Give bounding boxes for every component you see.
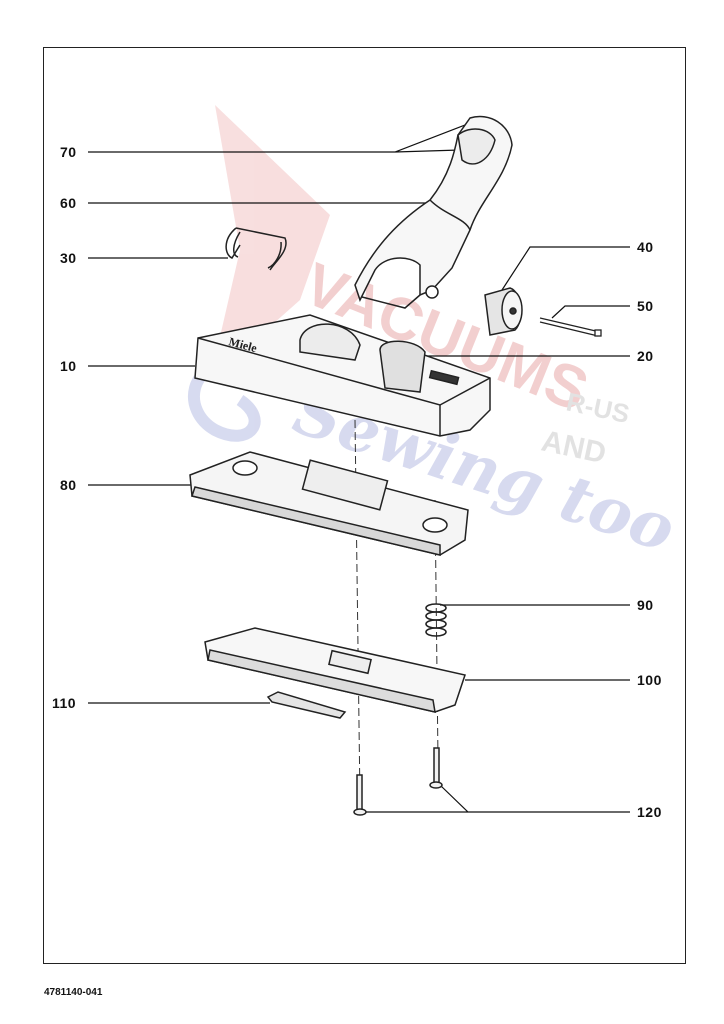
leader-lines xyxy=(88,119,630,813)
callout-10: 10 xyxy=(60,358,77,374)
leader-50 xyxy=(551,305,630,319)
leader-40 xyxy=(501,246,630,291)
part-slider xyxy=(266,691,347,719)
callout-70: 70 xyxy=(60,144,77,160)
callout-120: 120 xyxy=(637,804,662,820)
callout-20: 20 xyxy=(637,348,654,364)
part-spring xyxy=(425,603,447,637)
part-axle xyxy=(539,317,602,337)
part-screws xyxy=(353,747,443,816)
part-housing: Miele xyxy=(194,314,491,437)
callout-100: 100 xyxy=(637,672,662,688)
part-bottom-plate xyxy=(204,627,466,713)
callout-50: 50 xyxy=(637,298,654,314)
leader-70 xyxy=(88,119,479,153)
callout-40: 40 xyxy=(637,239,654,255)
callout-60: 60 xyxy=(60,195,77,211)
watermark-rus-text: R-US xyxy=(564,387,632,430)
part-roller xyxy=(484,287,523,336)
callout-30: 30 xyxy=(60,250,77,266)
leader-120 xyxy=(365,784,630,813)
part-swivel-neck xyxy=(354,115,513,309)
callout-90: 90 xyxy=(637,597,654,613)
document-number: 4781140-041 xyxy=(44,987,103,998)
part-brush-plate xyxy=(189,451,469,556)
part-clip xyxy=(225,227,287,271)
callout-80: 80 xyxy=(60,477,77,493)
callout-110: 110 xyxy=(52,695,77,711)
drawing-frame xyxy=(43,47,686,964)
